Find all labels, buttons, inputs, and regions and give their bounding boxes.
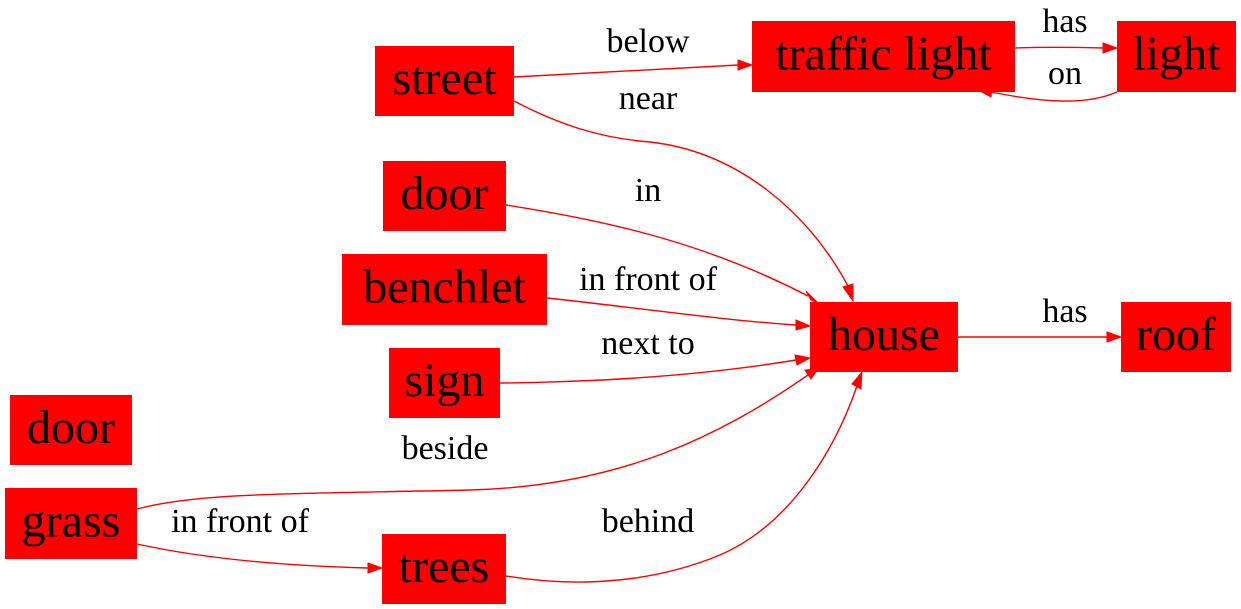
node-house: house	[810, 302, 958, 372]
node-label: sign	[404, 354, 484, 407]
edge-labels-layer: below has on near in in front of next to has bes…	[171, 3, 1088, 540]
edge-line	[546, 297, 797, 326]
node-label: house	[828, 308, 940, 361]
node-label: trees	[399, 540, 490, 593]
edge-house-roof	[958, 331, 1123, 343]
node-box	[1121, 302, 1231, 372]
edge-line	[136, 374, 809, 510]
node-box	[752, 21, 1015, 92]
node-label: roof	[1136, 308, 1216, 361]
node-trees: trees	[382, 534, 506, 604]
edge-sign-house	[499, 354, 812, 384]
edge-trees-house	[505, 370, 863, 583]
node-door-2: door	[10, 395, 132, 465]
node-box	[375, 46, 514, 116]
edge-line	[513, 64, 739, 78]
node-box	[10, 395, 132, 465]
node-box	[389, 348, 500, 418]
node-box	[1117, 21, 1236, 92]
node-roof: roof	[1121, 302, 1231, 372]
edge-line	[136, 543, 369, 569]
node-box	[810, 302, 958, 372]
edge-line	[990, 91, 1118, 102]
arrowhead-icon	[795, 319, 812, 331]
edges-layer	[136, 42, 1123, 583]
node-label: light	[1132, 28, 1221, 81]
node-box	[382, 534, 506, 604]
node-street: street	[375, 46, 514, 116]
arrowhead-icon	[851, 370, 863, 390]
edge-grass-trees	[136, 543, 384, 574]
edge-line	[1014, 46, 1104, 49]
edge-label: near	[619, 80, 678, 117]
edge-label: in front of	[171, 503, 310, 540]
node-box	[342, 254, 547, 325]
edge-label: next to	[601, 325, 694, 362]
edge-line	[505, 385, 858, 583]
node-label: traffic light	[775, 28, 992, 81]
edge-door_1-house	[505, 204, 819, 304]
node-box	[383, 161, 506, 231]
node-label: grass	[22, 495, 121, 548]
edge-line	[505, 204, 809, 297]
edge-label: behind	[602, 503, 695, 540]
node-traffic-light: traffic light	[752, 21, 1015, 92]
edge-label: below	[606, 23, 690, 60]
node-label: benchlet	[363, 261, 526, 314]
edge-label: beside	[402, 430, 489, 467]
arrowhead-icon	[367, 562, 384, 574]
edge-label: in	[635, 172, 661, 209]
node-door-1: door	[383, 161, 506, 231]
node-label: door	[401, 167, 489, 220]
node-label: street	[393, 52, 498, 105]
edge-label: on	[1048, 55, 1082, 92]
edge-street-house	[513, 100, 854, 303]
edge-line	[499, 359, 797, 384]
arrowhead-icon	[805, 290, 819, 304]
node-sign: sign	[389, 348, 500, 418]
nodes-layer: street traffic light light door benchlet hous…	[5, 21, 1236, 604]
arrowhead-icon	[1106, 331, 1123, 343]
node-benchlet: benchlet	[342, 254, 547, 325]
edge-label: has	[1042, 293, 1087, 330]
edge-label: has	[1042, 3, 1087, 40]
node-grass: grass	[5, 488, 137, 559]
edge-label: in front of	[579, 261, 718, 298]
arrowhead-icon	[737, 59, 754, 71]
arrowhead-icon	[842, 283, 854, 303]
node-box	[5, 488, 137, 559]
edge-line	[513, 100, 849, 287]
edge-street-traffic_light	[513, 59, 754, 78]
node-label: door	[27, 401, 115, 454]
arrowhead-icon	[1102, 42, 1119, 54]
edge-traffic_light-light	[1014, 42, 1119, 54]
node-light: light	[1117, 21, 1236, 92]
edge-benchlet-house	[546, 297, 812, 331]
arrowhead-icon	[794, 354, 812, 366]
